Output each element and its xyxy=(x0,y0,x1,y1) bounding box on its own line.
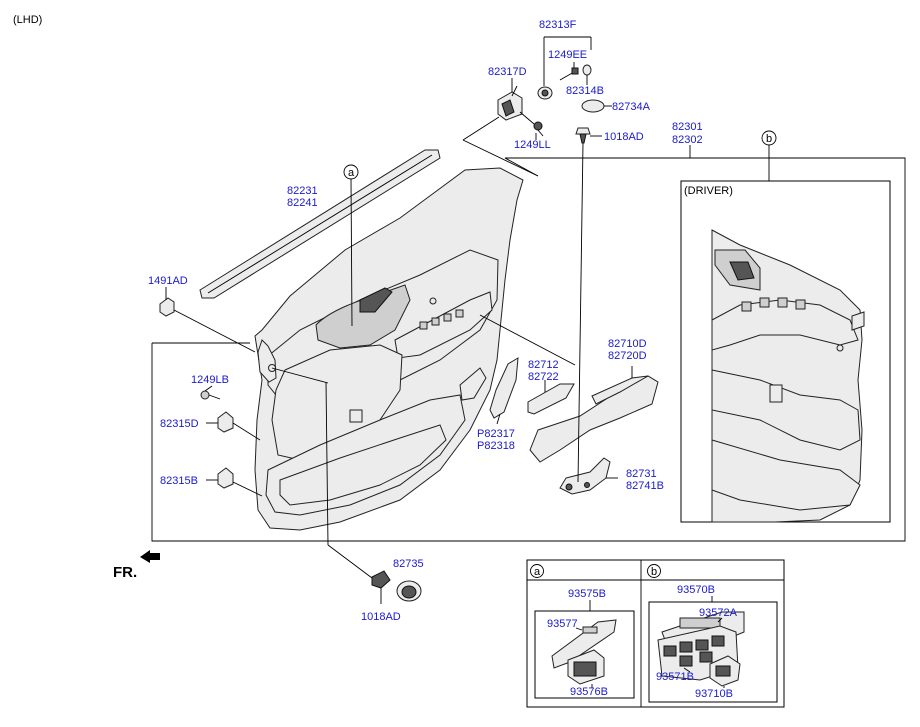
label-82314B: 82314B xyxy=(566,85,604,97)
front-direction-indicator: FR. xyxy=(113,550,160,581)
driver-inset: (DRIVER) xyxy=(680,180,891,523)
label-82317D: 82317D xyxy=(488,66,527,78)
svg-text:FR.: FR. xyxy=(113,564,137,581)
label-93570B: 93570B xyxy=(677,584,715,596)
svg-text:b: b xyxy=(766,133,772,145)
detail-table: a b xyxy=(526,559,785,708)
callout-a: a xyxy=(343,164,359,327)
label-93577: 93577 xyxy=(547,618,578,630)
fastener-1018AD-top xyxy=(575,127,591,144)
label-82302: 82302 xyxy=(672,134,703,146)
screw-1249LB xyxy=(200,390,221,400)
label-82315B: 82315B xyxy=(160,475,198,487)
label-82722: 82722 xyxy=(528,371,559,383)
svg-text:b: b xyxy=(651,566,657,578)
label-82731: 82731 xyxy=(626,468,657,480)
label-82301: 82301 xyxy=(672,121,703,133)
screw-1249LL xyxy=(519,111,544,137)
variant-label: (LHD) xyxy=(13,14,42,26)
label-82241: 82241 xyxy=(287,197,318,209)
label-1249EE: 1249EE xyxy=(548,49,587,61)
label-82231: 82231 xyxy=(287,185,318,197)
label-1491AD: 1491AD xyxy=(148,275,188,287)
label-93710B: 93710B xyxy=(695,688,733,700)
switch-bezel-82712 xyxy=(479,314,576,415)
label-82313F: 82313F xyxy=(539,19,577,31)
clip-82315B xyxy=(217,467,263,497)
label-93575B: 93575B xyxy=(568,588,606,600)
label-82735: 82735 xyxy=(393,558,424,570)
cap-82734A xyxy=(581,99,605,113)
label-1018AD-bottom: 1018AD xyxy=(361,611,401,623)
fastener-1018AD-bottom xyxy=(271,367,391,604)
door-trim-panel xyxy=(254,167,524,531)
bracket-82731 xyxy=(559,457,611,495)
label-82720D: 82720D xyxy=(608,350,647,362)
part-labels: 82313F 1249EE 82317D 82314B 82734A 1249L… xyxy=(148,19,738,700)
label-1018AD-top: 1018AD xyxy=(604,131,644,143)
grip-bracket-82317D xyxy=(497,85,523,121)
belt-weatherstrip xyxy=(199,149,441,299)
clip-82315D xyxy=(217,411,261,441)
screw-1249EE xyxy=(559,67,579,81)
label-93572A: 93572A xyxy=(699,607,738,619)
svg-text:a: a xyxy=(348,167,355,179)
label-93571B: 93571B xyxy=(656,671,694,683)
nut-82313F xyxy=(537,86,553,100)
clip-1491AD xyxy=(159,297,256,353)
svg-text:(DRIVER): (DRIVER) xyxy=(684,185,733,197)
label-82315D: 82315D xyxy=(160,418,199,430)
label-82734A: 82734A xyxy=(612,101,651,113)
label-P82318: P82318 xyxy=(477,440,515,452)
assembly-frame xyxy=(151,116,906,542)
cap-82314B xyxy=(582,64,592,76)
label-1249LB: 1249LB xyxy=(191,374,229,386)
label-82710D: 82710D xyxy=(608,338,647,350)
svg-text:a: a xyxy=(534,566,541,578)
label-1249LL: 1249LL xyxy=(514,139,551,151)
label-82712: 82712 xyxy=(528,359,559,371)
cap-82735 xyxy=(396,580,422,602)
label-P82317: P82317 xyxy=(477,428,515,440)
label-82741B: 82741B xyxy=(626,480,664,492)
armrest-82710D xyxy=(529,375,659,463)
trim-strip-P82317 xyxy=(489,357,519,419)
label-93576B: 93576B xyxy=(570,686,608,698)
